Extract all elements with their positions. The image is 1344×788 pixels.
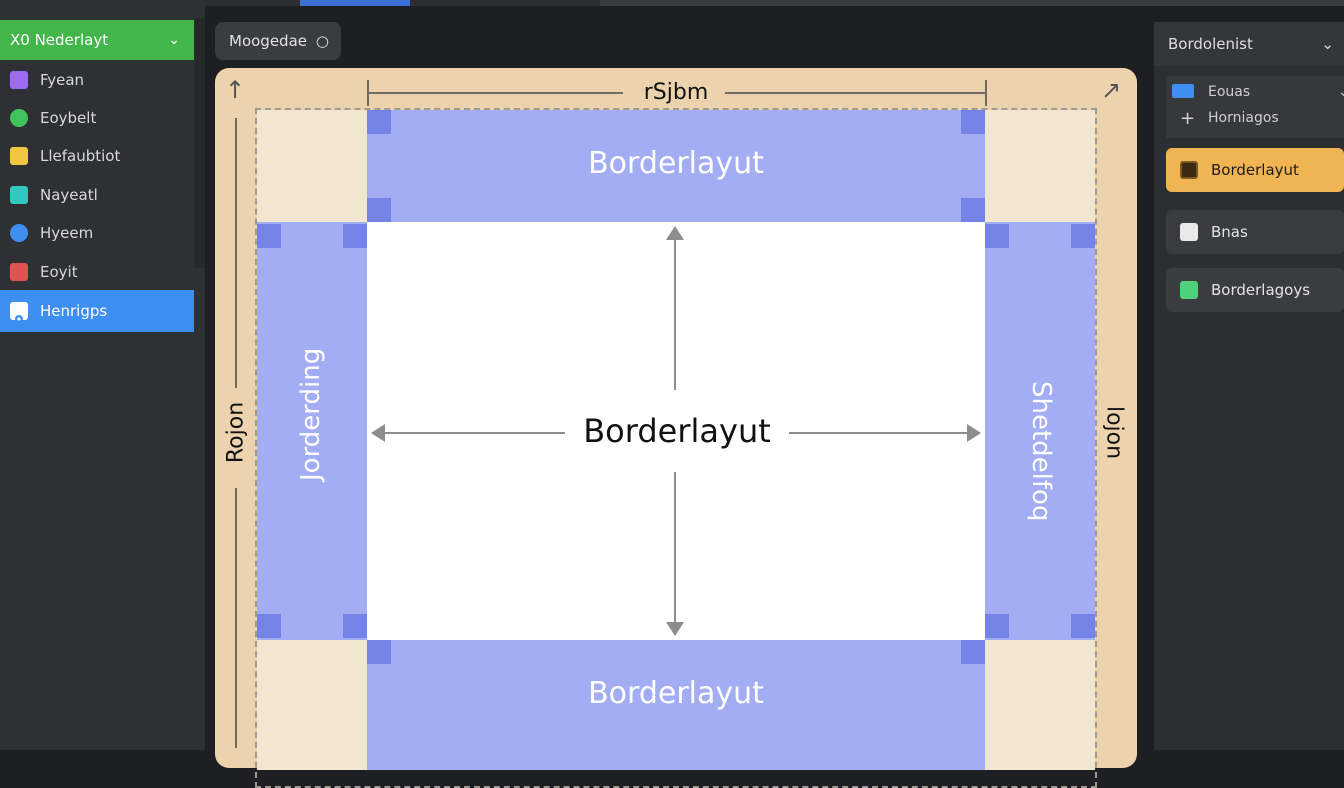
west-region[interactable] — [257, 222, 367, 640]
left-sidebar: X0 Nederlayt ⌄ Fyean Eoybelt Llefaubtiot… — [0, 0, 205, 750]
resize-handle[interactable] — [985, 614, 1009, 638]
chevron-down-icon[interactable]: ⌄ — [1321, 35, 1334, 53]
resize-handle[interactable] — [1071, 614, 1095, 638]
sidebar-item-label: Henrigps — [40, 302, 108, 320]
arrow-down-icon — [666, 622, 684, 636]
south-label: Borderlayut — [588, 676, 764, 711]
arrow-left-icon — [371, 424, 385, 442]
purple-square-icon — [10, 71, 28, 89]
resize-handle[interactable] — [961, 110, 985, 134]
sidebar-header-label: X0 Nederlayt — [10, 31, 109, 49]
layout-canvas[interactable]: ↑ ↗ Borderlayut Borderlayut Jorderding S… — [215, 68, 1137, 788]
dimension-tick — [985, 80, 987, 106]
component-tree: Eouas + Horniagos ⌄ — [1166, 76, 1344, 138]
north-label: Borderlayut — [588, 146, 764, 181]
south-region[interactable] — [367, 640, 985, 770]
mode-chip[interactable]: Moogedae ○ — [215, 22, 341, 60]
east-region[interactable] — [985, 222, 1095, 640]
resize-handle[interactable] — [961, 640, 985, 664]
resize-handle[interactable] — [367, 110, 391, 134]
layout-icon — [1180, 161, 1198, 179]
resize-handle[interactable] — [257, 614, 281, 638]
window-icon — [1172, 84, 1194, 98]
sidebar-item-eoyit[interactable]: Eoyit — [0, 253, 194, 291]
resize-handle[interactable] — [343, 614, 367, 638]
east-label: Shetdelfoq — [1026, 381, 1056, 522]
resize-handle[interactable] — [961, 198, 985, 222]
move-up-icon[interactable]: ↑ — [225, 76, 246, 104]
corner-nw — [257, 110, 367, 222]
arrow-up-line — [674, 238, 676, 390]
sidebar-item-label: Nayeatl — [40, 186, 98, 204]
sidebar-item-label: Fyean — [40, 71, 85, 89]
left-dimension-line — [235, 488, 237, 748]
center-label: Borderlayut — [583, 412, 771, 450]
sidebar-item-label: Eoyit — [40, 263, 78, 281]
sidebar-item-label: Llefaubtiot — [40, 147, 121, 165]
red-square-icon — [10, 263, 28, 281]
right-panel — [1154, 22, 1344, 750]
sidebar-item-label: Hyeem — [40, 224, 94, 242]
right-panel-header[interactable]: Bordolenist ⌄ — [1154, 22, 1344, 66]
yellow-square-icon — [10, 147, 28, 165]
sidebar-item-henrigps[interactable]: Henrigps — [0, 290, 194, 332]
resize-handle[interactable] — [1071, 224, 1095, 248]
sidebar-scrollbar[interactable] — [195, 18, 205, 268]
sidebar-item-eoybelt[interactable]: Eoybelt — [0, 99, 194, 137]
corner-se — [985, 640, 1095, 770]
image-icon — [1180, 223, 1198, 241]
chevron-down-icon[interactable]: ⌄ — [1338, 84, 1344, 100]
tree-row-label[interactable]: Eouas — [1208, 84, 1251, 100]
component-label: Bnas — [1211, 223, 1248, 241]
left-dimension-line — [235, 118, 237, 388]
plus-icon[interactable]: + — [1180, 108, 1196, 129]
arrow-right-line — [789, 432, 969, 434]
center-region[interactable] — [367, 222, 985, 640]
arrow-down-line — [674, 472, 676, 622]
component-label: Borderlayut — [1211, 161, 1299, 179]
right-panel-title: Bordolenist — [1168, 35, 1253, 53]
sidebar-item-llefaubtiot[interactable]: Llefaubtiot — [0, 137, 194, 175]
resize-handle[interactable] — [257, 224, 281, 248]
resize-handle[interactable] — [367, 198, 391, 222]
sidebar-header[interactable]: X0 Nederlayt ⌄ — [0, 20, 194, 60]
resize-handle[interactable] — [367, 640, 391, 664]
component-label: Borderlagoys — [1211, 281, 1311, 299]
component-borderlagoys[interactable]: Borderlagoys — [1166, 268, 1344, 312]
blue-circle-icon — [10, 224, 28, 242]
resize-handle[interactable] — [985, 224, 1009, 248]
sidebar-item-fyean[interactable]: Fyean — [0, 61, 194, 99]
chevron-down-icon[interactable]: ⌄ — [168, 32, 180, 48]
arrow-up-icon — [666, 226, 684, 240]
sidebar-item-nayeatl[interactable]: Nayeatl — [0, 176, 194, 214]
north-region[interactable] — [367, 110, 985, 222]
sidebar-item-label: Eoybelt — [40, 109, 97, 127]
search-icon[interactable]: ○ — [315, 32, 329, 50]
sidebar-item-hyeem[interactable]: Hyeem — [0, 214, 194, 252]
tree-row-label[interactable]: Horniagos — [1208, 110, 1279, 126]
right-dimension-label: lojon — [1101, 405, 1127, 460]
corner-ne — [985, 110, 1095, 222]
left-dimension-label: Rojon — [223, 401, 249, 464]
picture-icon — [1180, 281, 1198, 299]
dimension-tick — [367, 80, 369, 106]
arrow-left-line — [385, 432, 565, 434]
gear-icon — [10, 302, 28, 323]
top-dimension-label: rSjbm — [643, 80, 709, 105]
top-dimension-line — [725, 92, 985, 94]
active-tab-indicator — [300, 0, 410, 6]
top-dimension-line — [367, 92, 623, 94]
teal-square-icon — [10, 186, 28, 204]
mode-chip-label: Moogedae — [229, 32, 307, 50]
resize-handle[interactable] — [343, 224, 367, 248]
west-label: Jorderding — [296, 347, 326, 481]
component-bnas[interactable]: Bnas — [1166, 210, 1344, 254]
resize-corner-icon[interactable]: ↗ — [1101, 76, 1122, 104]
green-circle-icon — [10, 109, 28, 127]
arrow-right-icon — [967, 424, 981, 442]
component-borderlayout[interactable]: Borderlayut — [1166, 148, 1344, 192]
tab-strip-track — [600, 0, 1344, 6]
top-tab-strip — [0, 0, 1344, 6]
corner-sw — [257, 640, 367, 770]
